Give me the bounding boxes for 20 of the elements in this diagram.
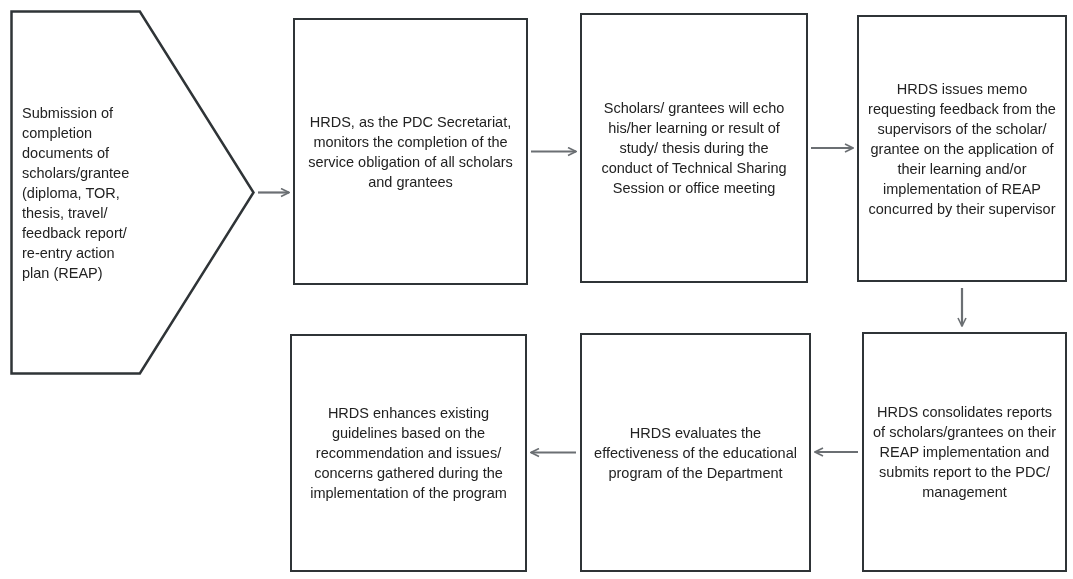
- arrow: [258, 187, 290, 198]
- arrow: [531, 146, 577, 157]
- process-box: [580, 13, 808, 283]
- step-text: HRDS, as the PDC Secretariat, monitors the completion of the service obligation of all scholars and grantees: [307, 112, 514, 192]
- step-text: HRDS issues memo requesting feedback from the supervisors of the scholar/ grantee on the application of their learning and/or implementation of REAP concurred by their supervisor: [867, 79, 1057, 219]
- pentagon-step-shape: [10, 10, 255, 375]
- arrow: [530, 447, 576, 458]
- step-text: Scholars/ grantees will echo his/her learning or result of study/ thesis during the conduct of Technical Sharing Session or office meeting: [600, 99, 788, 198]
- arrow: [811, 143, 854, 153]
- process-box: [862, 332, 1067, 572]
- step-text: Submission of completion documents of scholars/grantee (diploma, TOR, thesis, travel/ feedback report/ re-entry action plan (REAP): [22, 103, 131, 283]
- process-box: [857, 15, 1067, 282]
- process-box: [580, 333, 811, 572]
- step-text: HRDS enhances existing guidelines based on the recommendation and issues/ concerns gathered during the implementation of the program: [309, 404, 508, 503]
- step-text: HRDS consolidates reports of scholars/grantees on their REAP implementation and submits report to the PDC/ management: [872, 403, 1057, 502]
- process-box: [290, 334, 527, 572]
- process-box: [293, 18, 528, 285]
- step-text: HRDS evaluates the effectiveness of the educational program of the Department: [594, 423, 797, 483]
- arrow: [957, 288, 967, 327]
- arrow: [814, 447, 858, 457]
